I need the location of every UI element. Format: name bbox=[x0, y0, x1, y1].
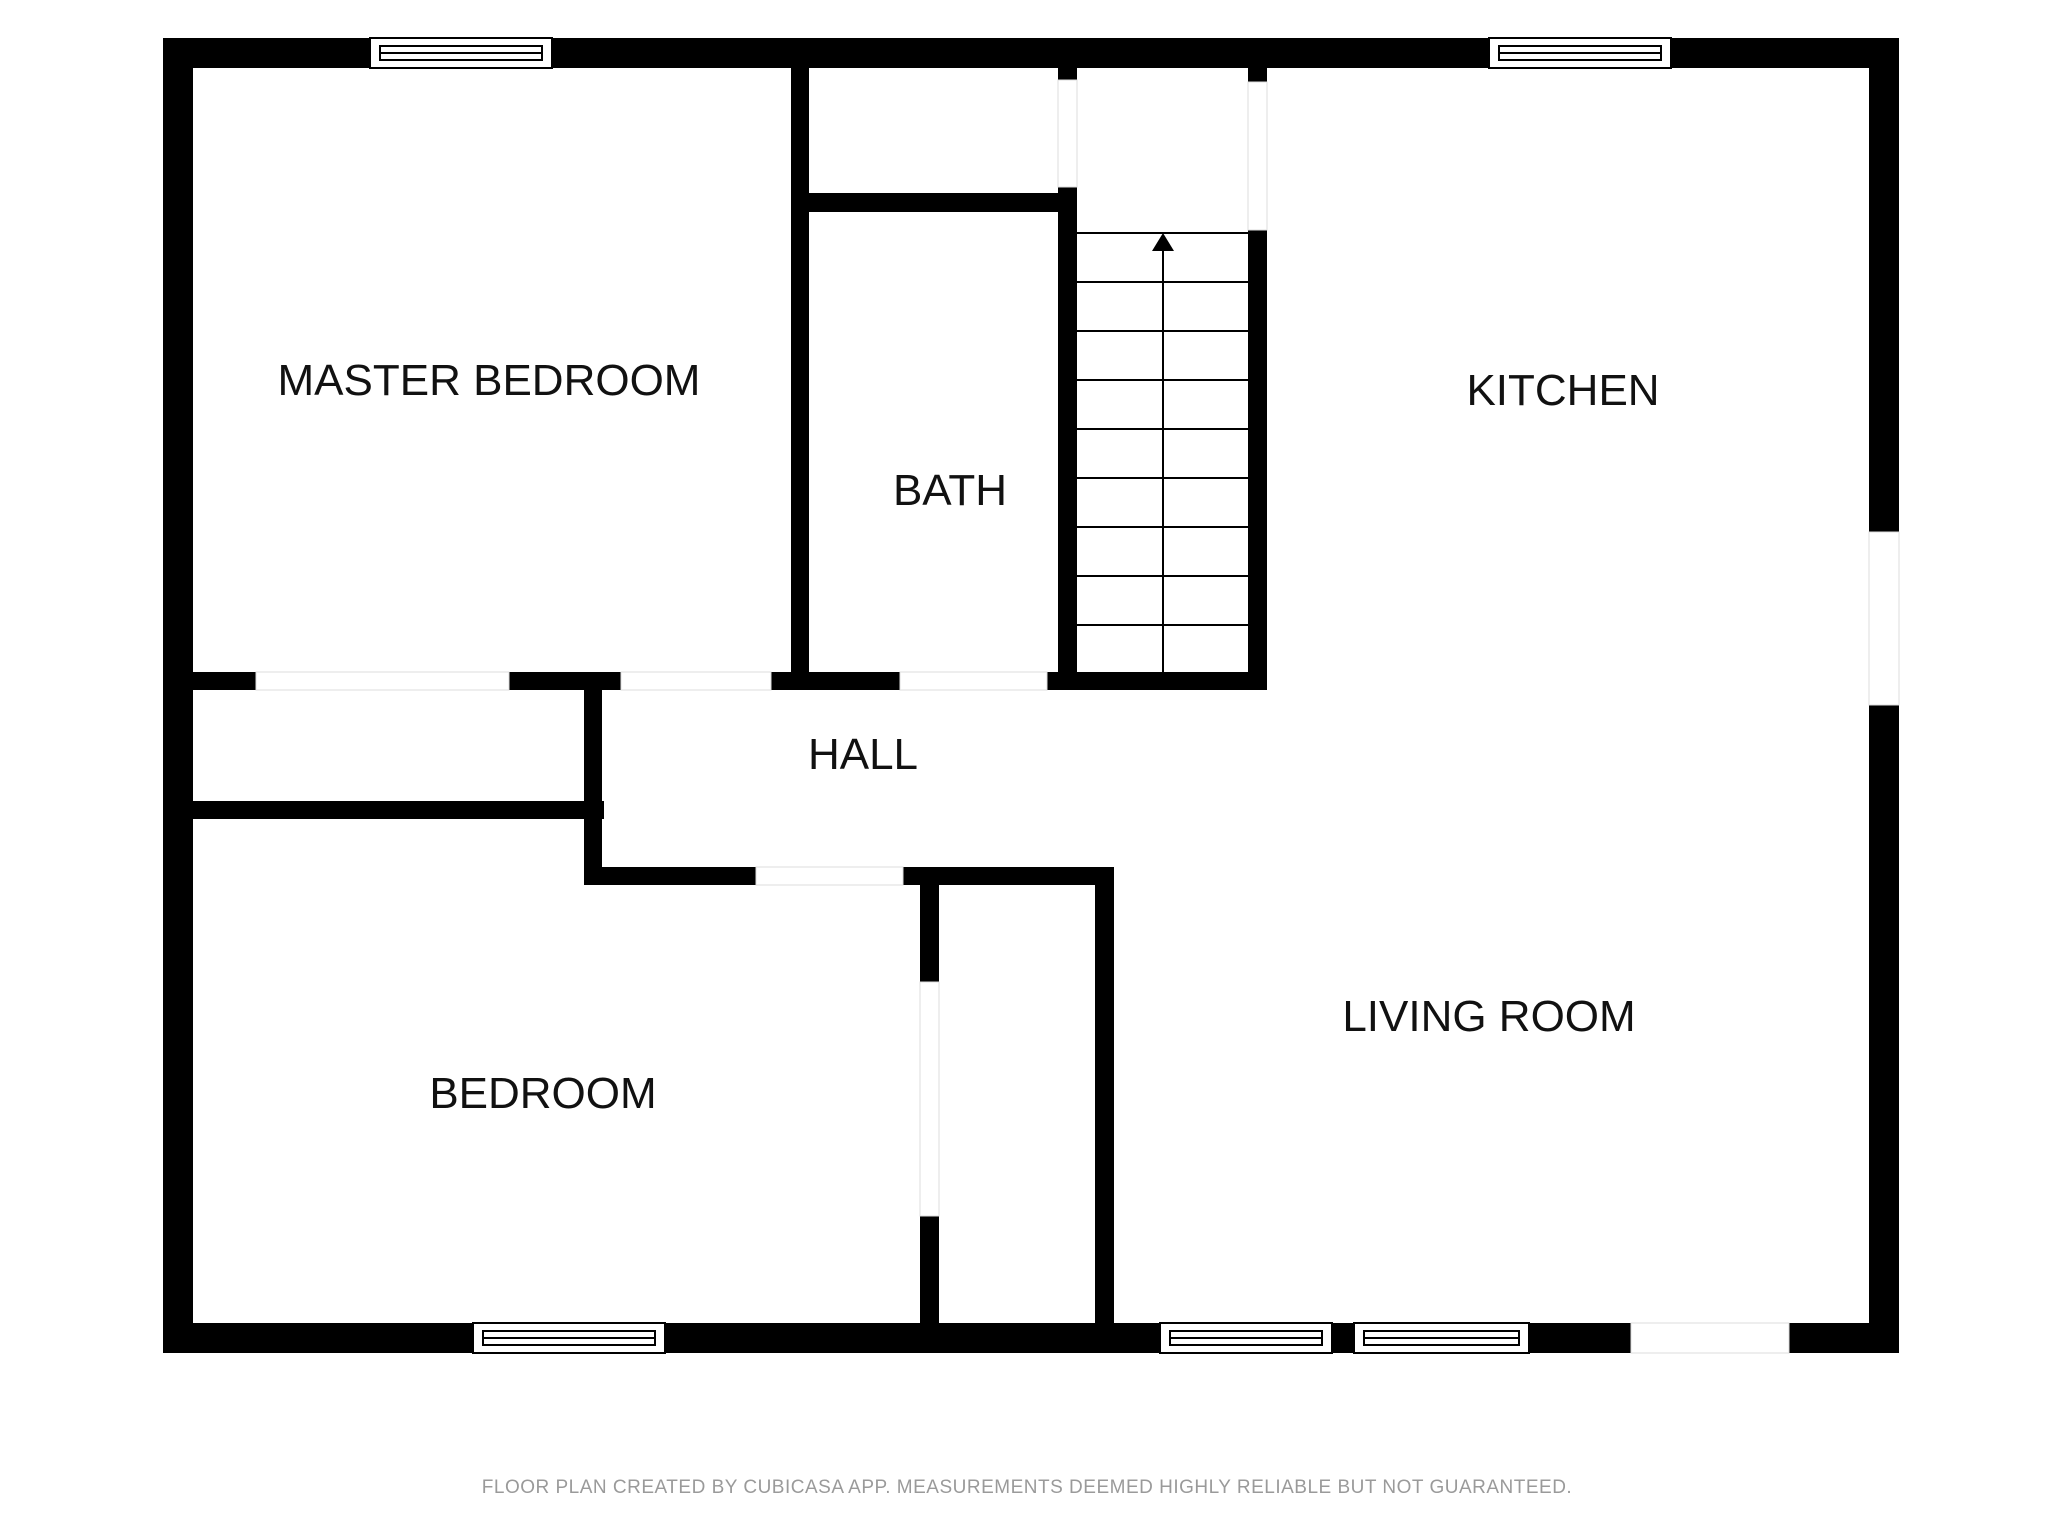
wall-stair-left-stub bbox=[1058, 60, 1077, 80]
wall-bottom-2 bbox=[665, 1323, 1160, 1353]
wall-storage-right bbox=[1095, 867, 1114, 1353]
wall-closet-bottom bbox=[163, 801, 604, 819]
wall-hall-top-3 bbox=[771, 672, 900, 690]
wall-stair-left bbox=[1058, 187, 1077, 690]
wall-master-bath bbox=[791, 60, 809, 690]
wall-left bbox=[163, 38, 193, 1353]
wall-right-upper bbox=[1869, 38, 1899, 532]
wall-hall-top-2 bbox=[509, 672, 621, 690]
label-bedroom: BEDROOM bbox=[429, 1069, 656, 1118]
wall-hall-top-1 bbox=[163, 672, 256, 690]
window-kitchen-top bbox=[1488, 37, 1672, 69]
wall-closet-right bbox=[584, 690, 602, 885]
wall-hall-bottom-1 bbox=[584, 867, 756, 885]
label-master-bedroom: MASTER BEDROOM bbox=[278, 356, 701, 405]
windows bbox=[369, 37, 1672, 1354]
wall-top-right bbox=[1671, 38, 1899, 68]
wall-bedroom-right-lower bbox=[920, 1216, 939, 1353]
window-bedroom-bottom bbox=[472, 1322, 666, 1354]
room-labels: MASTER BEDROOM BATH KITCHEN HALL LIVING … bbox=[278, 356, 1660, 1118]
footer-disclaimer: FLOOR PLAN CREATED BY CUBICASA APP. MEAS… bbox=[482, 1477, 1572, 1498]
door-stair-right bbox=[1247, 81, 1268, 231]
wall-bottom-5 bbox=[1789, 1323, 1899, 1353]
wall-top-middle bbox=[552, 38, 1489, 68]
window-master-top bbox=[369, 37, 553, 69]
wall-hall-bottom-2 bbox=[903, 867, 1114, 885]
wall-hall-top-4 bbox=[1047, 672, 1267, 690]
wall-bottom-3 bbox=[1332, 1323, 1354, 1353]
window-living-bottom-2 bbox=[1353, 1322, 1530, 1354]
wall-top-left bbox=[163, 38, 370, 68]
label-kitchen: KITCHEN bbox=[1466, 366, 1659, 415]
label-living-room: LIVING ROOM bbox=[1342, 992, 1635, 1041]
door-storage bbox=[919, 981, 940, 1217]
wall-bottom-4 bbox=[1529, 1323, 1631, 1353]
door-front bbox=[1630, 1322, 1790, 1354]
wall-stair-right-stub bbox=[1248, 60, 1267, 82]
stair-arrow-icon bbox=[1152, 233, 1174, 251]
wall-bottom-1 bbox=[163, 1323, 473, 1353]
walls bbox=[163, 38, 1899, 1353]
door-openings bbox=[255, 79, 1900, 1354]
door-bath bbox=[899, 671, 1048, 691]
label-bath: BATH bbox=[893, 466, 1007, 515]
wall-right-lower bbox=[1869, 705, 1899, 1353]
door-right-exterior bbox=[1868, 531, 1900, 706]
wall-stair-right bbox=[1248, 230, 1267, 690]
door-master bbox=[255, 671, 510, 691]
window-living-bottom-1 bbox=[1159, 1322, 1333, 1354]
door-stair-left bbox=[1057, 79, 1078, 188]
door-hall-left bbox=[620, 671, 772, 691]
wall-bedroom-right-upper bbox=[920, 867, 939, 982]
wall-bath-top bbox=[809, 193, 1076, 212]
door-bedroom bbox=[755, 866, 904, 886]
stairs bbox=[1077, 232, 1248, 672]
label-hall: HALL bbox=[808, 730, 918, 779]
